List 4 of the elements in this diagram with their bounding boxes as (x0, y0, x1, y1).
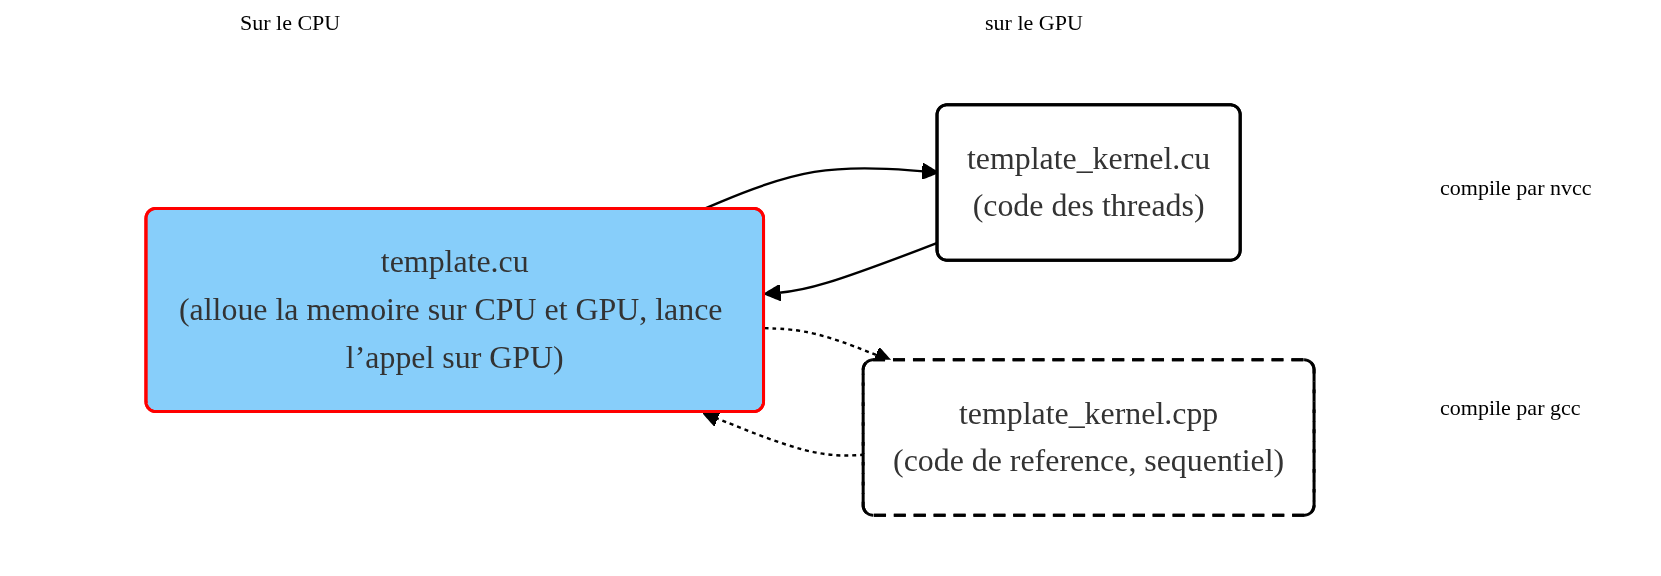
column-heading: sur le GPU (985, 10, 1083, 36)
column-heading: Sur le CPU (240, 10, 341, 36)
row-label: compile par nvcc (1440, 175, 1592, 201)
row-label: compile par gcc (1440, 395, 1581, 421)
